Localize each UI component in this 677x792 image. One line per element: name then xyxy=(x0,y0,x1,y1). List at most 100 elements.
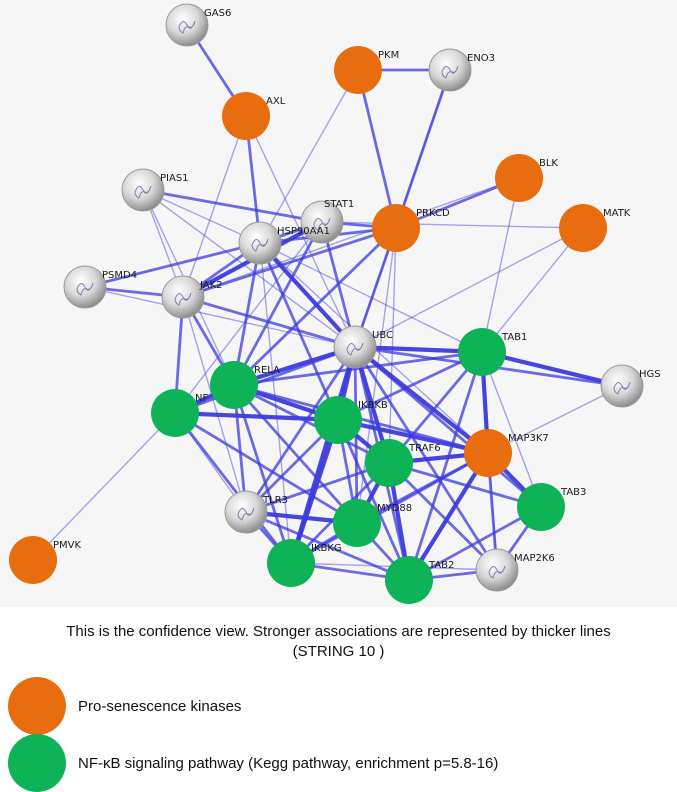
edge-pias1-ubc xyxy=(142,189,356,348)
node-map2k6[interactable]: MAP2K6 xyxy=(475,548,555,592)
nfkb-node-circle xyxy=(210,361,258,409)
node-pias1[interactable]: PIAS1 xyxy=(121,168,189,212)
caption-line-2: (STRING 10 ) xyxy=(292,643,385,660)
node-ikbkg[interactable]: IKBKG xyxy=(267,539,342,587)
node-ikbkb[interactable]: IKBKB xyxy=(314,396,388,444)
edge-map3k7-hgs xyxy=(487,385,623,454)
edge-blk-tab1 xyxy=(481,177,520,353)
node-gas6[interactable]: GAS6 xyxy=(165,3,231,47)
edge-ubc-tab3 xyxy=(353,345,543,509)
node-label-tab1: TAB1 xyxy=(501,332,527,343)
orange-circle-icon xyxy=(8,677,66,735)
edge-nf-ikbkb xyxy=(172,410,341,423)
node-label-stat1: STAT1 xyxy=(324,199,354,210)
edge-hsp90aa1-ubc xyxy=(257,240,358,350)
edge-axl-jak2 xyxy=(182,115,247,298)
edge-tab1-hgs xyxy=(479,349,625,389)
kinase-node-circle xyxy=(222,92,270,140)
node-label-pias1: PIAS1 xyxy=(160,173,189,184)
node-tlr3[interactable]: TLR3 xyxy=(224,490,288,534)
legend-item-kinases: Pro-senescence kinases xyxy=(8,677,241,735)
node-map3k7[interactable]: MAP3K7 xyxy=(464,429,549,477)
edge-prkcd-traf6 xyxy=(388,227,397,464)
node-pmvk[interactable]: PMVK xyxy=(9,536,81,584)
protein-ribbon-icon xyxy=(613,381,631,395)
node-label-map3k7: MAP3K7 xyxy=(508,433,549,444)
node-myd88[interactable]: MYD88 xyxy=(333,499,412,547)
node-label-jak2: JAK2 xyxy=(199,280,223,291)
node-axl[interactable]: AXL xyxy=(222,92,286,140)
node-hgs[interactable]: HGS xyxy=(600,364,661,408)
protein-ribbon-icon xyxy=(237,507,255,521)
node-label-rela: RELA xyxy=(254,365,280,376)
edge-prkcd-jak2 xyxy=(181,226,398,299)
node-ubc[interactable]: UBC xyxy=(333,325,393,369)
node-tab1[interactable]: TAB1 xyxy=(458,328,527,376)
edge-tab1-rela xyxy=(232,350,484,387)
node-rela[interactable]: RELA xyxy=(210,361,280,409)
node-label-blk: BLK xyxy=(539,158,558,169)
edge-psmd4-ubc xyxy=(84,286,356,348)
node-jak2[interactable]: JAK2 xyxy=(161,275,223,319)
edge-traf6-tab3 xyxy=(387,461,543,509)
edge-stat1-nf xyxy=(174,221,323,414)
legend-nfkb-label: NF-κB signaling pathway (Kegg pathway, e… xyxy=(78,754,499,772)
nfkb-node-circle xyxy=(314,396,362,444)
node-eno3[interactable]: ENO3 xyxy=(428,48,495,92)
caption-line-1: This is the confidence view. Stronger as… xyxy=(66,623,611,640)
node-label-prkcd: PRKCD xyxy=(416,208,450,219)
edge-tab3-tab2 xyxy=(407,505,543,582)
node-matk[interactable]: MATK xyxy=(559,204,631,252)
protein-ribbon-icon xyxy=(178,20,196,34)
nfkb-node-circle xyxy=(365,439,413,487)
node-label-ikbkg: IKBKG xyxy=(311,543,342,554)
edge-tab1-tab2 xyxy=(407,350,484,582)
protein-ribbon-icon xyxy=(441,65,459,79)
node-label-psmd4: PSMD4 xyxy=(102,270,137,281)
nfkb-node-circle xyxy=(267,539,315,587)
figure-caption: This is the confidence view. Stronger as… xyxy=(0,622,677,662)
edge-traf6-map2k6 xyxy=(387,461,499,572)
node-tab3[interactable]: TAB3 xyxy=(517,483,586,531)
kinase-node-circle xyxy=(372,204,420,252)
node-label-tab2: TAB2 xyxy=(428,560,454,571)
node-blk[interactable]: BLK xyxy=(495,154,558,202)
edge-pias1-stat1 xyxy=(141,188,324,224)
protein-ribbon-icon xyxy=(488,565,506,579)
edge-ikbkb-tab2 xyxy=(336,418,411,582)
kinase-node-circle xyxy=(9,536,57,584)
node-label-pmvk: PMVK xyxy=(53,540,81,551)
protein-ribbon-icon xyxy=(76,282,94,296)
edge-pkm-prkcd xyxy=(356,68,398,230)
edge-matk-ubc xyxy=(354,227,584,348)
node-label-ubc: UBC xyxy=(372,330,393,341)
node-label-nf: NF xyxy=(195,393,208,404)
node-label-myd88: MYD88 xyxy=(377,503,412,514)
edge-hsp90aa1-tab1 xyxy=(259,242,483,353)
node-psmd4[interactable]: PSMD4 xyxy=(63,265,137,309)
node-pkm[interactable]: PKM xyxy=(334,46,399,94)
edge-jak2-ubc xyxy=(181,295,357,349)
node-label-hgs: HGS xyxy=(639,369,661,380)
edge-blk-jak2 xyxy=(182,177,520,298)
node-traf6[interactable]: TRAF6 xyxy=(365,439,441,487)
nfkb-node-circle xyxy=(151,389,199,437)
edge-traf6-tlr3 xyxy=(244,461,391,514)
nfkb-node-circle xyxy=(385,556,433,604)
node-label-tab3: TAB3 xyxy=(560,487,586,498)
node-tab2[interactable]: TAB2 xyxy=(385,556,454,604)
node-stat1[interactable]: STAT1 xyxy=(300,199,354,244)
nfkb-node-circle xyxy=(517,483,565,531)
edge-jak2-tlr3 xyxy=(182,296,247,513)
node-label-eno3: ENO3 xyxy=(467,53,495,64)
node-nf[interactable]: NF xyxy=(151,389,208,437)
nfkb-node-circle xyxy=(458,328,506,376)
kinase-node-circle xyxy=(334,46,382,94)
node-hsp90aa1[interactable]: HSP90AA1 xyxy=(238,221,330,265)
node-prkcd[interactable]: PRKCD xyxy=(372,204,450,252)
edge-rela-traf6 xyxy=(232,383,391,465)
node-label-gas6: GAS6 xyxy=(204,8,231,19)
protein-ribbon-icon xyxy=(134,185,152,199)
